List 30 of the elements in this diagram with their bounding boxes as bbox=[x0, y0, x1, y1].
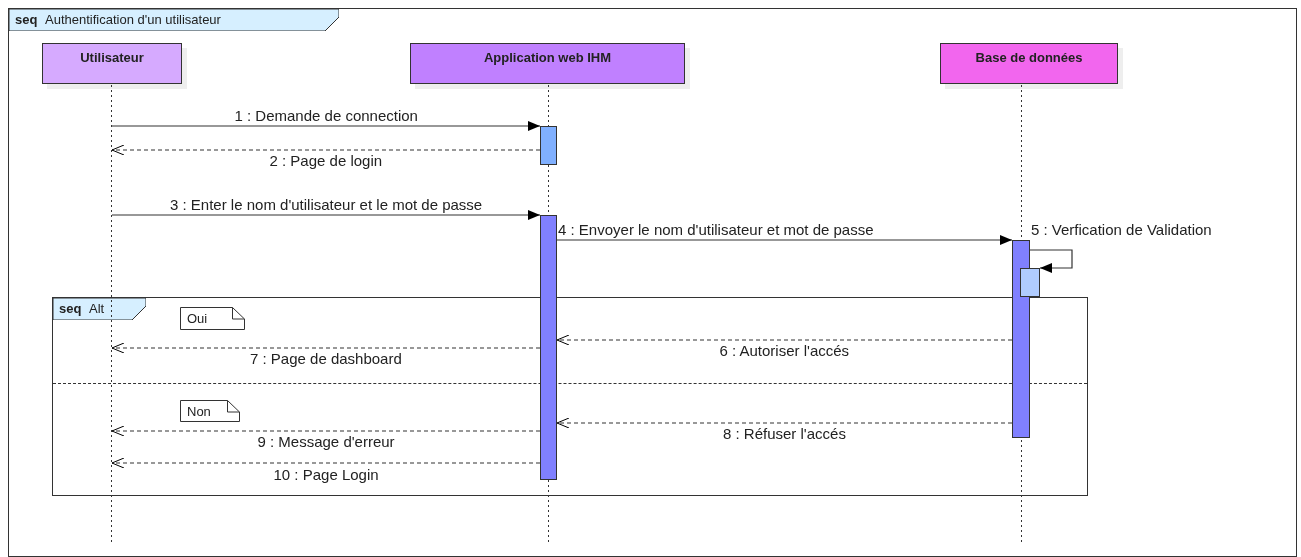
message-arrow bbox=[111, 457, 541, 469]
message-label: 1 : Demande de connection bbox=[234, 107, 418, 124]
message-arrow bbox=[111, 342, 541, 354]
message-arrow bbox=[1029, 249, 1073, 273]
message-label: 4 : Envoyer le nom d'utilisateur et mot de passe bbox=[558, 221, 874, 238]
frame-title: Alt bbox=[89, 301, 105, 316]
note: Non bbox=[180, 400, 240, 422]
message-arrow bbox=[556, 235, 1013, 245]
note: Oui bbox=[180, 307, 245, 330]
message-label: 8 : Réfuser l'accés bbox=[723, 425, 846, 442]
frame-keyword: seq bbox=[59, 301, 82, 316]
message-arrow bbox=[556, 334, 1013, 346]
message-arrow bbox=[111, 425, 541, 437]
message-label: 3 : Enter le nom d'utilisateur et le mot de passe bbox=[170, 196, 483, 213]
message-arrow bbox=[556, 417, 1013, 429]
message-label: 2 : Page de login bbox=[269, 152, 383, 169]
message-arrow bbox=[111, 144, 541, 156]
activation-bar bbox=[1012, 240, 1030, 438]
message-arrow bbox=[111, 121, 541, 131]
activation-bar bbox=[1020, 268, 1040, 297]
message-label: 7 : Page de dashboard bbox=[250, 350, 402, 367]
message-label: 9 : Message d'erreur bbox=[257, 433, 395, 450]
activation-bar bbox=[540, 215, 557, 480]
message-label: 5 : Verfication de Validation bbox=[1031, 221, 1212, 238]
message-arrow bbox=[111, 210, 541, 220]
activation-bar bbox=[540, 126, 557, 165]
frame-keyword: seq bbox=[15, 12, 38, 27]
message-label: 10 : Page Login bbox=[273, 466, 379, 483]
message-label: 6 : Autoriser l'accés bbox=[719, 342, 850, 359]
frame-title: Authentification d'un utilisateur bbox=[45, 12, 221, 27]
